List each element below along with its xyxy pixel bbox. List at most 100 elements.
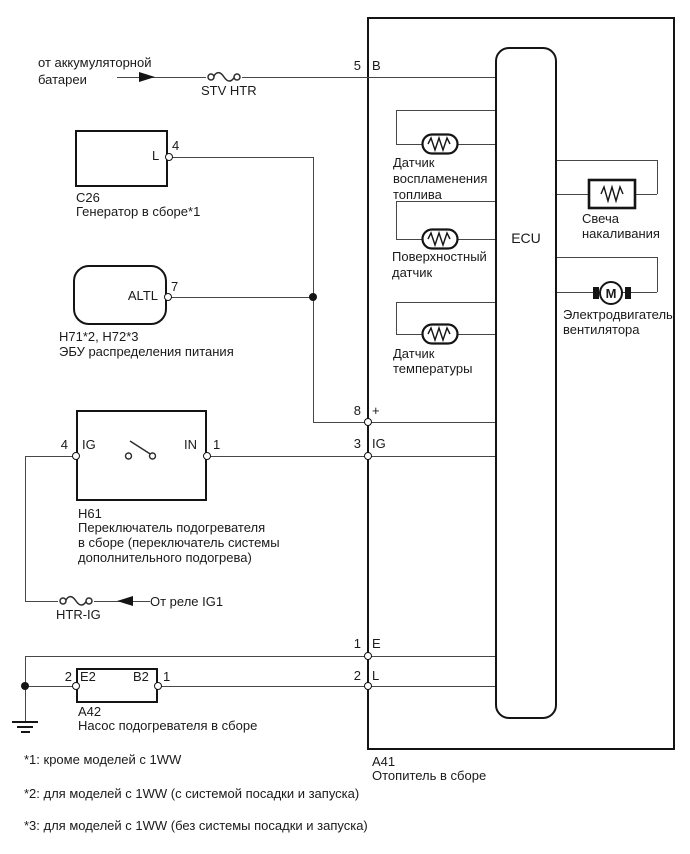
wire-flame-top [396, 110, 495, 111]
arrow-right-icon [139, 72, 155, 82]
ground-icon [12, 721, 38, 723]
wire-c26 [171, 157, 314, 158]
a41-pin-e-label: E [372, 636, 381, 651]
a41-name: Отопитель в сборе [372, 768, 487, 783]
a41-pin-ig-num: 3 [353, 436, 361, 451]
a42-pin-b2 [154, 682, 162, 690]
c26-pin-label: L [152, 148, 160, 163]
wire-motor-top [557, 257, 657, 258]
a41-pin-b-num: 5 [353, 58, 361, 73]
glow-plug-label: накаливания [582, 226, 660, 241]
pdu-id: H71*2, H72*3 [59, 329, 139, 344]
pdu-name: ЭБУ распределения питания [59, 344, 234, 359]
a41-pin-l [364, 682, 372, 690]
c26-name: Генератор в сборе*1 [76, 204, 201, 219]
wire-altl [170, 297, 314, 298]
arrow-left-icon [117, 596, 133, 606]
wire-plus [313, 422, 495, 423]
resistor-icon [421, 323, 459, 345]
h61-pin-right-num: 1 [213, 437, 221, 452]
c26-pin-num: 4 [172, 138, 180, 153]
motor-brush-right [625, 287, 631, 299]
pdu-box [73, 265, 167, 325]
a41-pin-l-label: L [372, 668, 380, 683]
ecu-box [495, 47, 557, 719]
wire-temp-top [396, 302, 495, 303]
footnote-1: *1: кроме моделей с 1WW [24, 752, 182, 767]
surface-sensor-label: датчик [392, 265, 433, 280]
wire-ig-left [25, 456, 76, 457]
wire-motor-right [657, 257, 658, 292]
wire-surface-top [396, 201, 495, 202]
a41-pin-ig [364, 452, 372, 460]
battery-feed-label: от аккумуляторной [38, 55, 152, 70]
h61-pin-left-label: IG [82, 437, 96, 452]
a41-pin-plus-num: 8 [353, 403, 361, 418]
flame-sensor-label: воспламенения [393, 171, 488, 186]
wire-ig-to-ecu [207, 456, 495, 457]
surface-sensor-label: Поверхностный [392, 249, 487, 264]
a41-id: A41 [372, 754, 396, 769]
a42-pin-e2 [72, 682, 80, 690]
flame-sensor-label: топлива [393, 187, 442, 202]
wire-flame-left [396, 110, 397, 144]
h61-id: H61 [78, 506, 102, 521]
wire-junction-vertical [313, 157, 314, 423]
c26-pin [165, 153, 173, 161]
h61-name: Переключатель подогревателя [78, 520, 266, 535]
motor-brush-left [593, 287, 599, 299]
switch-icon [124, 440, 157, 460]
a42-id: A42 [78, 704, 102, 719]
fuse-icon [58, 594, 94, 608]
footnote-3: *3: для моделей с 1WW (без системы посад… [24, 818, 368, 833]
wire-e [25, 656, 495, 657]
resistor-icon [421, 133, 459, 155]
fuse-stv-label: STV HTR [201, 83, 257, 98]
motor-icon: M [593, 280, 631, 306]
ecu-label: ECU [511, 230, 541, 246]
h61-name: в сборе (переключатель системы [78, 535, 280, 550]
flame-sensor-label: Датчик [393, 155, 435, 170]
resistor-icon [421, 228, 459, 250]
a42-pin-right-num: 1 [163, 669, 171, 684]
h61-pin-left-num: 4 [60, 437, 68, 452]
motor-letter: M [599, 281, 623, 305]
pdu-pin-num: 7 [171, 279, 179, 294]
footnote-2: *2: для моделей с 1WW (с системой посадк… [24, 786, 360, 801]
pdu-pin-label: ALTL [127, 288, 158, 303]
a42-pin-left-num: 2 [64, 669, 72, 684]
a41-pin-plus [364, 418, 372, 426]
h61-pin-right-label: IN [184, 437, 197, 452]
battery-feed-label: батареи [38, 72, 87, 87]
h61-name: дополнительного подогрева) [78, 550, 252, 565]
ground-icon [21, 731, 30, 733]
fuse-icon [206, 70, 242, 84]
wire-pump-to-ecu [158, 686, 495, 687]
h61-pin-in [203, 452, 211, 460]
a41-pin-plus-label: + [372, 403, 380, 418]
pdu-pin [164, 293, 172, 301]
a41-pin-b-label: B [372, 58, 381, 73]
wire-ig-down [25, 456, 26, 602]
h61-switch-box [76, 410, 207, 501]
glow-plug-resistor-icon [587, 178, 637, 210]
relay-source-label: От реле IG1 [150, 594, 224, 609]
h61-pin-ig [72, 452, 80, 460]
wire-glow-right [657, 160, 658, 194]
a42-pin-right-label: B2 [133, 669, 149, 684]
a42-pin-left-label: E2 [80, 669, 96, 684]
temp-sensor-label: Датчик [393, 346, 435, 361]
ground-icon [17, 726, 33, 728]
wire-pump-left [25, 686, 76, 687]
wire-surface-left [396, 201, 397, 239]
a41-pin-l-num: 2 [353, 668, 361, 683]
temp-sensor-label: температуры [393, 361, 473, 376]
fan-motor-label: вентилятора [563, 322, 640, 337]
glow-plug-label: Свеча [582, 211, 619, 226]
wire-glow-top [557, 160, 657, 161]
fuse-htr-label: HTR-IG [56, 607, 101, 622]
a41-pin-e [364, 652, 372, 660]
wire-temp-left [396, 302, 397, 334]
fan-motor-label: Электродвигатель [563, 307, 673, 322]
